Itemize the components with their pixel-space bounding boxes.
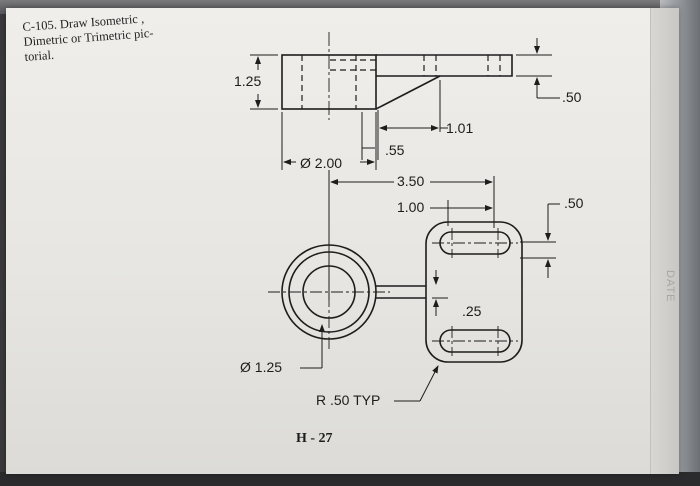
rib-offset-dimensions: [361, 80, 448, 160]
arm-thickness-dimension: [516, 38, 560, 99]
leader-lines: [300, 324, 439, 402]
dim-overall-length: 3.50: [397, 173, 425, 189]
dim-slot-spacing: 1.00: [397, 199, 425, 215]
dim-rib-offset: 1.01: [446, 120, 474, 136]
textbook-page: DATE: [6, 8, 679, 474]
dim-slot-offset: .55: [385, 142, 405, 158]
desk-bottom-edge: [0, 472, 700, 486]
boss-diameter-dimension: [281, 112, 377, 170]
front-rib-line: [375, 75, 441, 110]
rib-width-dimension: [432, 270, 448, 316]
plate-outline: [425, 221, 523, 363]
top-view: [268, 221, 523, 363]
page-number-label: H - 27: [296, 431, 333, 446]
front-arm-outline: [376, 54, 513, 77]
dim-slot-length: .50: [564, 195, 584, 211]
dim-corner-radius: R .50 TYP: [316, 392, 381, 408]
page-margin-strip: [650, 8, 679, 474]
dim-arm-thickness: .50: [562, 89, 582, 105]
dim-hole-diameter: Ø 1.25: [240, 359, 283, 375]
front-view: [281, 32, 513, 120]
height-dimension: [250, 54, 278, 110]
margin-date-label: DATE: [664, 270, 676, 303]
slot-dimension: [520, 203, 560, 278]
dim-rib-width: .25: [462, 303, 482, 319]
overall-length-dimension: [328, 170, 495, 300]
dim-boss-diameter: Ø 2.00: [300, 155, 343, 171]
dim-height: 1.25: [234, 73, 262, 89]
